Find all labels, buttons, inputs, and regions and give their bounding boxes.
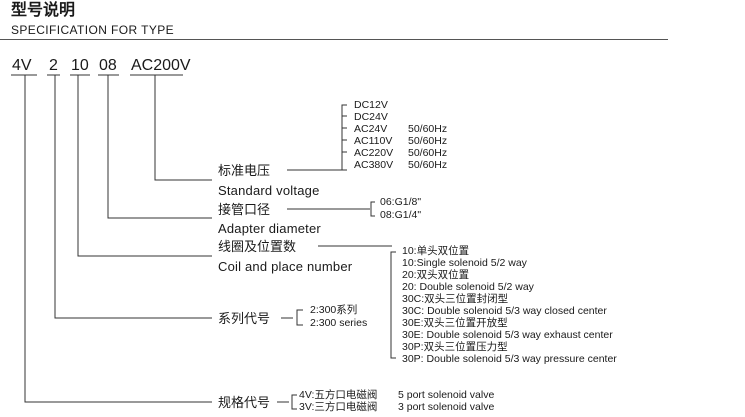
voltage-option: AC220V bbox=[354, 147, 394, 159]
voltage-frequency: 50/60Hz bbox=[408, 135, 448, 147]
voltage-frequency: 50/60Hz bbox=[408, 123, 448, 135]
voltage-option: AC24V bbox=[354, 123, 388, 135]
series-option: 2:300 series bbox=[310, 317, 368, 329]
coil-option: 30E: Double solenoid 5/3 way exhaust cen… bbox=[402, 329, 613, 341]
coil-option: 20:双头双位置 bbox=[402, 269, 470, 281]
adapter-label-en: Adapter diameter bbox=[218, 221, 321, 236]
voltage-option: DC24V bbox=[354, 111, 388, 123]
voltage-frequency: 50/60Hz bbox=[408, 159, 448, 171]
coil-option: 10:单头双位置 bbox=[402, 245, 470, 257]
page-title: 型号说明 bbox=[11, 2, 76, 19]
coil-option: 30C:双头三位置封闭型 bbox=[402, 293, 509, 305]
voltage-option: AC110V bbox=[354, 135, 393, 147]
voltage-option: DC12V bbox=[354, 99, 388, 111]
coil-label-en: Coil and place number bbox=[218, 259, 353, 274]
header-divider bbox=[0, 39, 668, 40]
code-spec: 4V bbox=[12, 57, 32, 74]
voltage-label-cn: 标准电压 bbox=[218, 163, 271, 178]
code-series: 2 bbox=[49, 57, 58, 74]
spec-option-desc: 3 port solenoid valve bbox=[398, 401, 495, 413]
code-adapter: 08 bbox=[99, 57, 117, 74]
voltage-option: AC380V bbox=[354, 159, 394, 171]
adapter-option: 06:G1/8" bbox=[380, 196, 422, 208]
spec-option-code: 4V:五方口电磁阀 bbox=[299, 389, 378, 401]
coil-option: 30P:双头三位置压力型 bbox=[402, 341, 508, 353]
adapter-label-cn: 接管口径 bbox=[218, 202, 271, 217]
series-label-cn: 系列代号 bbox=[218, 311, 271, 326]
page-subtitle: SPECIFICATION FOR TYPE bbox=[11, 23, 175, 37]
coil-option: 20: Double solenoid 5/2 way bbox=[402, 281, 534, 293]
voltage-label-en: Standard voltage bbox=[218, 183, 320, 198]
code-coil: 10 bbox=[71, 57, 89, 74]
coil-option: 30C: Double solenoid 5/3 way closed cent… bbox=[402, 305, 607, 317]
spec-option-code: 3V:三方口电磁阀 bbox=[299, 401, 378, 413]
series-option: 2:300系列 bbox=[310, 304, 358, 316]
code-voltage: AC200V bbox=[131, 57, 191, 74]
adapter-option: 08:G1/4" bbox=[380, 209, 422, 221]
coil-option: 10:Single solenoid 5/2 way bbox=[402, 257, 527, 269]
coil-option: 30E:双头三位置开放型 bbox=[402, 317, 508, 329]
coil-label-cn: 线圈及位置数 bbox=[218, 239, 297, 254]
spec-option-desc: 5 port solenoid valve bbox=[398, 389, 495, 401]
coil-option: 30P: Double solenoid 5/3 way pressure ce… bbox=[402, 353, 617, 365]
voltage-frequency: 50/60Hz bbox=[408, 147, 448, 159]
spec-label-cn: 规格代号 bbox=[218, 395, 271, 410]
